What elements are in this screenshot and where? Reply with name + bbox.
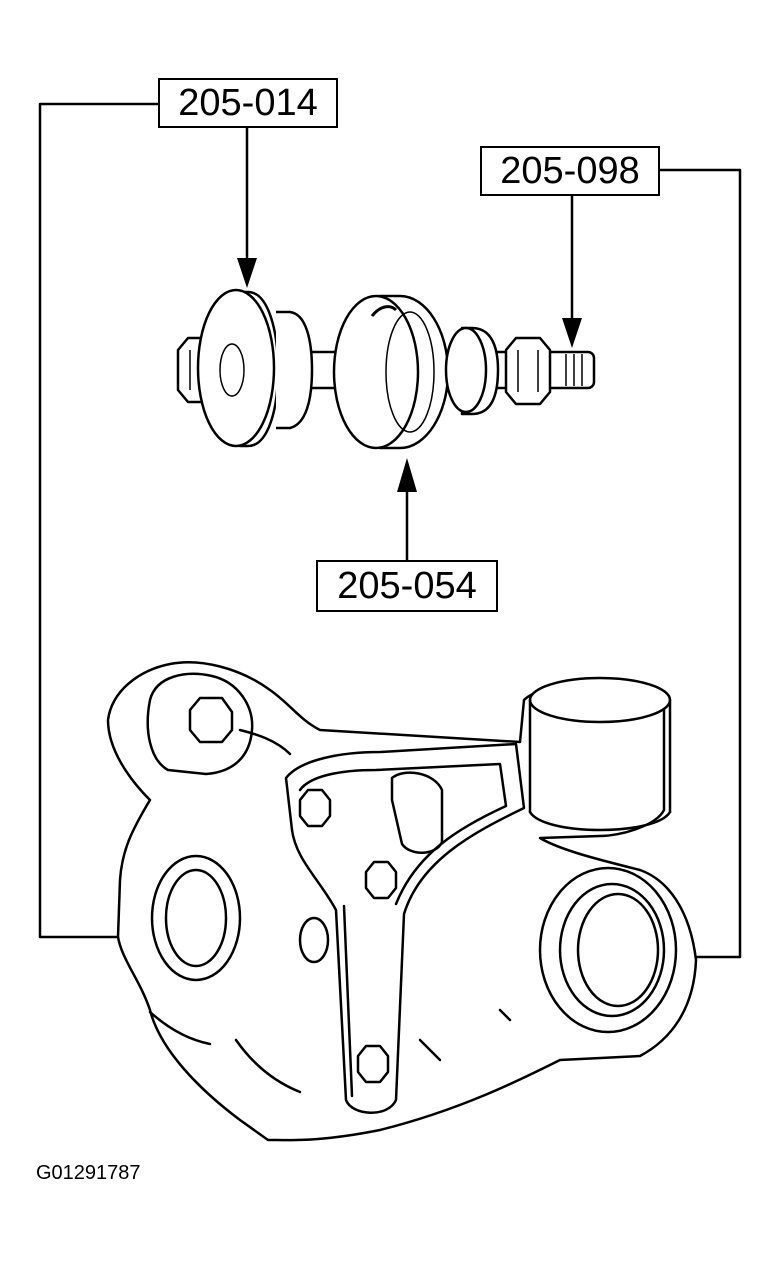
callout-label-205-098: 205-098: [500, 149, 640, 192]
figure-id: G01291787: [36, 1162, 141, 1184]
arrow-head-205-014: [237, 258, 257, 288]
leader-line-205-098: [658, 168, 742, 959]
arrow-head-205-054: [397, 458, 417, 492]
suspension-bracket: [106, 661, 698, 1142]
callout-205-098: 205-098: [480, 146, 660, 196]
bushing-tool-assembly: [176, 288, 596, 450]
leader-line-205-014: [38, 102, 160, 939]
callout-label-205-014: 205-014: [178, 81, 318, 124]
arrow-head-205-098: [562, 318, 582, 348]
callout-205-054: 205-054: [316, 560, 498, 612]
callout-205-014: 205-014: [158, 78, 338, 128]
callout-label-205-054: 205-054: [337, 564, 477, 607]
